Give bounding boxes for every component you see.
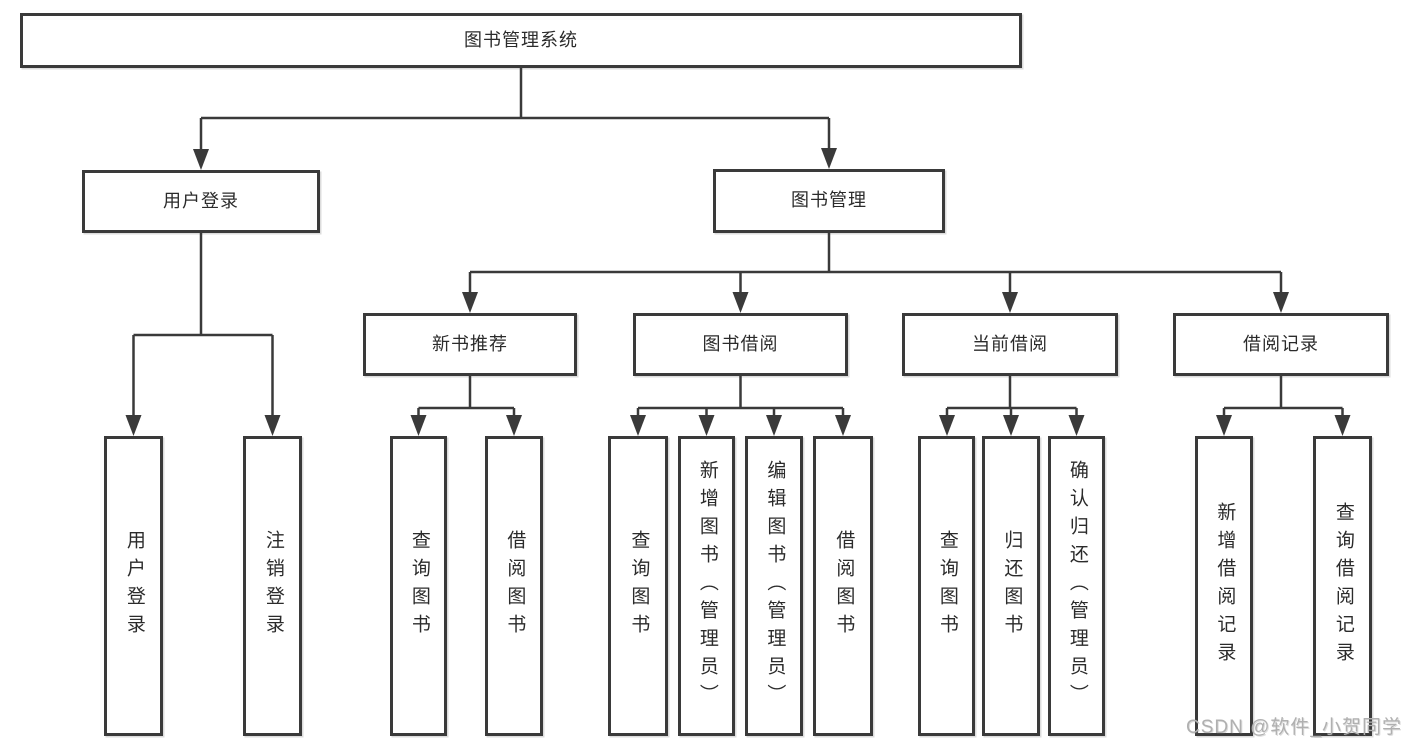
node-leaf-add-books-admin: 新增图书（管理员） (678, 436, 735, 736)
node-book-borrowing: 图书借阅 (633, 313, 848, 376)
node-leaf-query-books-3: 查询图书 (918, 436, 975, 736)
node-borrowing-records: 借阅记录 (1173, 313, 1389, 376)
node-leaf-edit-books-admin: 编辑图书（管理员） (745, 436, 803, 736)
node-book-management-system: 图书管理系统 (20, 13, 1022, 68)
node-user-login: 用户登录 (82, 170, 320, 233)
node-current-borrowing: 当前借阅 (902, 313, 1118, 376)
node-leaf-borrow-books-2: 借阅图书 (813, 436, 873, 736)
node-new-book-recommendation: 新书推荐 (363, 313, 577, 376)
node-book-management: 图书管理 (713, 169, 945, 233)
node-leaf-add-borrow-record: 新增借阅记录 (1195, 436, 1253, 736)
node-leaf-query-books-2: 查询图书 (608, 436, 668, 736)
node-leaf-query-books-1: 查询图书 (390, 436, 447, 736)
node-leaf-user-login: 用户登录 (104, 436, 163, 736)
node-leaf-query-borrow-record: 查询借阅记录 (1313, 436, 1372, 736)
node-leaf-confirm-return-admin: 确认归还（管理员） (1048, 436, 1105, 736)
node-leaf-logout: 注销登录 (243, 436, 302, 736)
node-leaf-return-books: 归还图书 (982, 436, 1040, 736)
node-leaf-borrow-books-1: 借阅图书 (485, 436, 543, 736)
csdn-watermark: CSDN @软件_小贺同学 (1186, 717, 1402, 738)
